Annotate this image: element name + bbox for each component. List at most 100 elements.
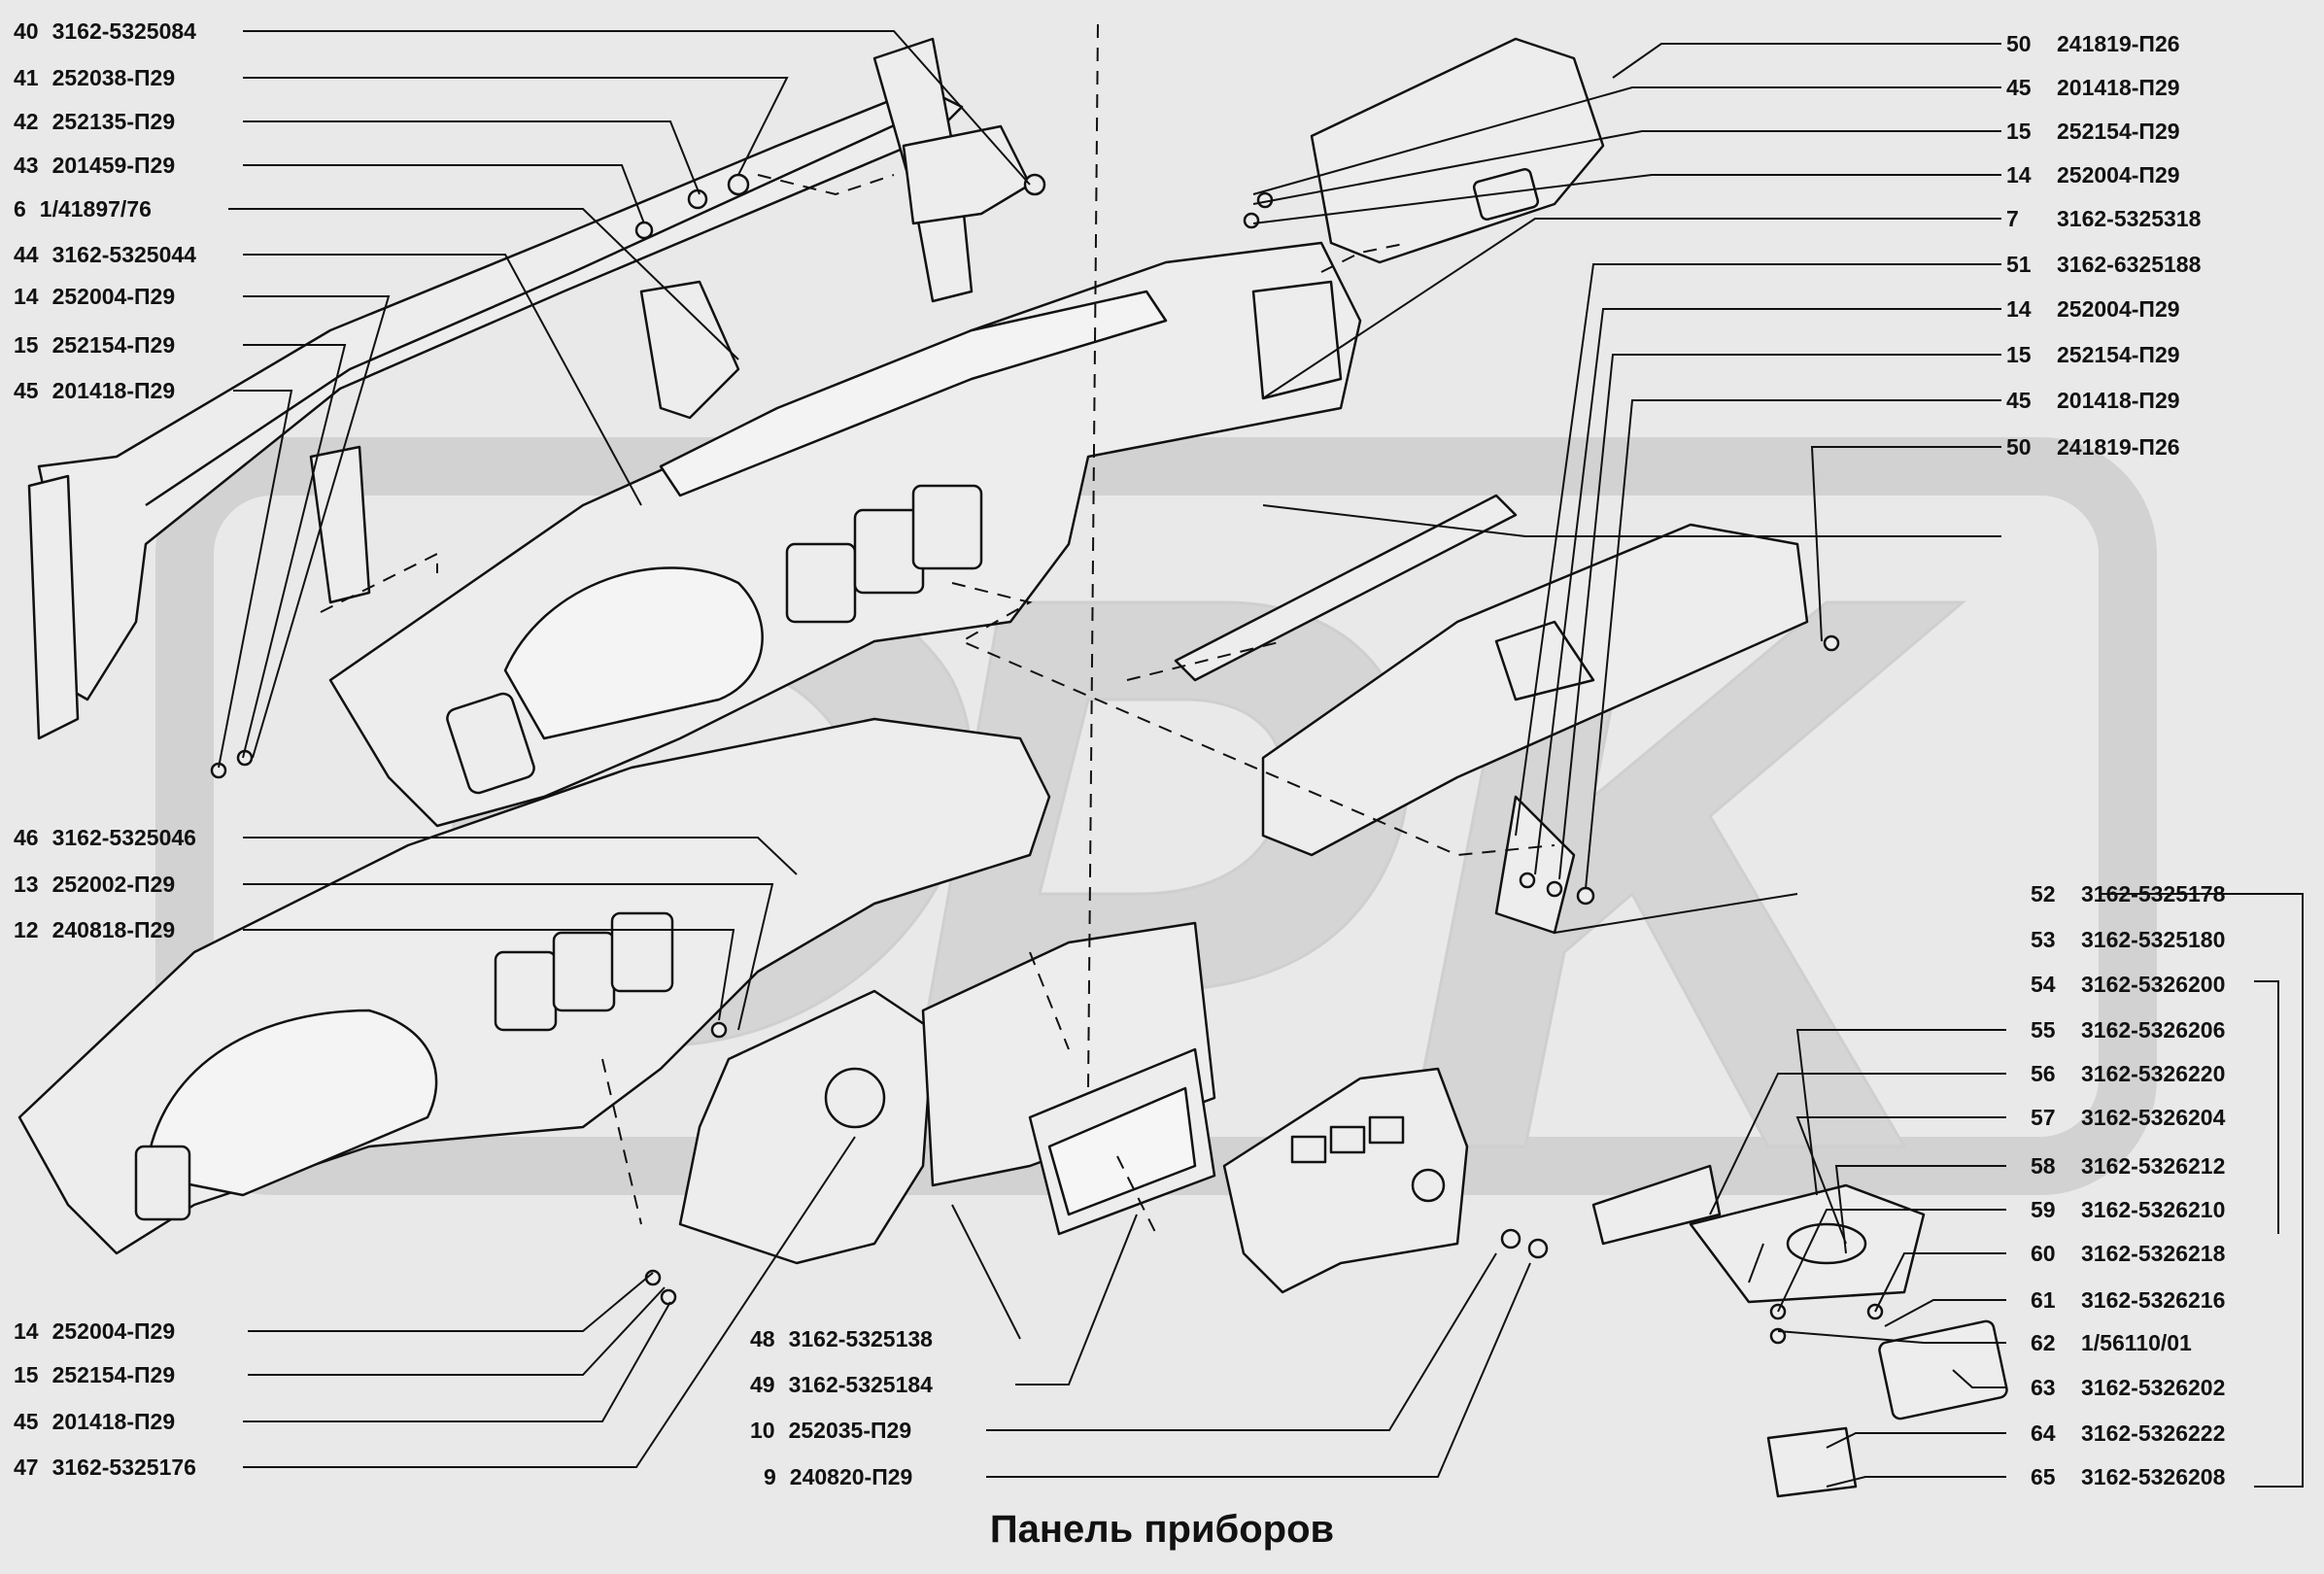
callout-number: 51 [2006, 252, 2032, 277]
callout-number: 9 [764, 1464, 776, 1489]
callout-part-number: 3162-5326220 [2081, 1061, 2226, 1086]
callout-number: 45 [2006, 388, 2032, 413]
callout: 14 252004-П29 [14, 283, 175, 310]
callout-part-number: 240820-П29 [789, 1464, 913, 1489]
callout-part-number: 1/56110/01 [2081, 1330, 2192, 1355]
callout-part-number: 3162-5325138 [788, 1326, 933, 1352]
callout-number: 57 [2031, 1105, 2056, 1130]
callout: 12 240818-П29 [14, 916, 175, 943]
callout: 6 1/41897/76 [14, 195, 152, 222]
callout-part-number: 241819-П26 [2057, 31, 2180, 56]
callout: 14 252004-П29 [2006, 161, 2180, 188]
lower-dashboard-panel [17, 717, 1051, 1255]
callout: 13 252002-П29 [14, 871, 175, 898]
assembly-dashed-lines [320, 23, 1555, 1235]
callout-part-number: 201418-П29 [51, 378, 176, 403]
callout-number: 6 [14, 196, 26, 222]
callout: 15 252154-П29 [2006, 118, 2180, 145]
callout-number: 65 [2031, 1464, 2056, 1489]
callout-number: 40 [14, 18, 39, 44]
callout-part-number: 3162-5326208 [2081, 1464, 2226, 1489]
callout-number: 55 [2031, 1017, 2056, 1043]
callout-number: 45 [14, 378, 39, 403]
callout-part-number: 3162-5326212 [2081, 1153, 2226, 1179]
callout-part-number: 3162-5326222 [2081, 1420, 2226, 1446]
callout: 45 201418-П29 [14, 1408, 175, 1435]
callout-number: 64 [2031, 1420, 2056, 1446]
callout-number: 15 [14, 1362, 39, 1387]
callout-number: 13 [14, 872, 39, 897]
callout: 64 3162-5326222 [2031, 1420, 2225, 1447]
upper-right-housing [1310, 37, 1605, 264]
callout-number: 62 [2031, 1330, 2056, 1355]
callout-number: 53 [2031, 927, 2056, 952]
callout-number: 63 [2031, 1375, 2056, 1400]
callout-part-number: 252002-П29 [51, 872, 176, 897]
callout-part-number: 3162-5325084 [51, 18, 196, 44]
callout-number: 15 [14, 332, 39, 358]
callout: 65 3162-5326208 [2031, 1463, 2225, 1490]
callout-number: 45 [14, 1409, 39, 1434]
callout-part-number: 3162-5325044 [51, 242, 196, 267]
callout-number: 58 [2031, 1153, 2056, 1179]
callout-number: 50 [2006, 31, 2032, 56]
callout-number: 49 [750, 1372, 775, 1397]
callout: 7 3162-5325318 [2006, 205, 2201, 232]
callout: 54 3162-5326200 [2031, 971, 2225, 998]
callout-part-number: 252135-П29 [51, 109, 176, 134]
callout-number: 12 [14, 917, 39, 942]
callout-number: 45 [2006, 75, 2032, 100]
callout-number: 61 [2031, 1287, 2056, 1313]
callout-part-number: 252038-П29 [51, 65, 176, 90]
callout-part-number: 3162-5326210 [2081, 1197, 2226, 1222]
callout-number: 54 [2031, 972, 2056, 997]
switch-bezel [1222, 1067, 1469, 1294]
callout-part-number: 252004-П29 [51, 284, 176, 309]
callout: 58 3162-5326212 [2031, 1152, 2225, 1180]
callout-part-number: 3162-5326202 [2081, 1375, 2226, 1400]
callout-part-number: 3162-5326216 [2081, 1287, 2226, 1313]
callout: 63 3162-5326202 [2031, 1374, 2225, 1401]
callout: 44 3162-5325044 [14, 241, 196, 268]
callout-number: 14 [2006, 162, 2032, 188]
callout-number: 15 [2006, 119, 2032, 144]
callout-number: 7 [2006, 206, 2019, 231]
callout-part-number: 241819-П26 [2057, 434, 2180, 460]
callout-part-number: 252154-П29 [2057, 119, 2180, 144]
callout-number: 14 [14, 284, 39, 309]
callout-part-number: 201418-П29 [51, 1409, 176, 1434]
callout-part-number: 252004-П29 [2057, 296, 2180, 322]
callout-number: 14 [2006, 296, 2032, 322]
callout-part-number: 3162-5326200 [2081, 972, 2226, 997]
callout-part-number: 1/41897/76 [39, 196, 152, 222]
callout-part-number: 252035-П29 [788, 1418, 912, 1443]
callout-number: 46 [14, 825, 39, 850]
callout-part-number: 3162-5325176 [51, 1454, 196, 1480]
callout-number: 43 [14, 153, 39, 178]
callout-part-number: 240818-П29 [51, 917, 176, 942]
callout-number: 44 [14, 242, 39, 267]
callout-part-number: 3162-5325318 [2057, 206, 2202, 231]
ashtray-parts [1591, 1164, 2008, 1498]
callout-part-number: 252004-П29 [2057, 162, 2180, 188]
callout-part-number: 3162-5326218 [2081, 1241, 2226, 1266]
upper-dashboard-pad [328, 241, 1362, 828]
